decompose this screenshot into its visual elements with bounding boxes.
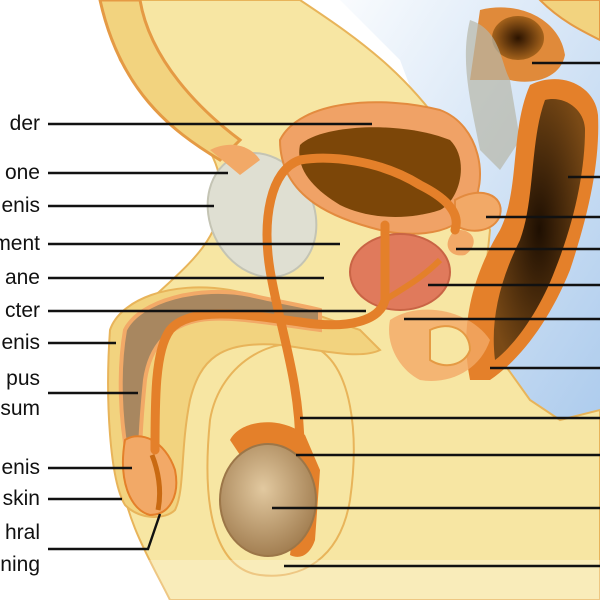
seminal-vesicle	[454, 191, 502, 232]
penis-outer	[107, 286, 382, 518]
bladder-inner	[299, 127, 461, 217]
label-glans-penis: enis	[1, 456, 40, 479]
intestine-lumen	[492, 16, 544, 60]
label-bladder: der	[9, 112, 40, 135]
urethra	[150, 220, 390, 455]
label-vas-deferens-penis: enis	[1, 194, 40, 217]
leader-urethral	[48, 513, 162, 551]
label-sphincter: cter	[4, 299, 40, 322]
label-membrane: ane	[4, 266, 40, 289]
leader-lines	[48, 61, 600, 568]
testis-shape	[219, 443, 317, 557]
label-corpus-line2: sum	[0, 397, 40, 420]
prostate-shape	[349, 233, 451, 311]
pubic-bone-tip	[210, 144, 260, 175]
rectum-lumen	[493, 99, 585, 360]
label-corpus-line1: pus	[6, 367, 40, 390]
label-urethral-line1: hral	[4, 521, 40, 544]
ejaculatory-duct	[383, 257, 443, 303]
urethra-tip	[149, 454, 163, 511]
label-ligament: ment	[0, 232, 40, 255]
vas-deferens	[262, 153, 461, 455]
intestine-grey	[465, 20, 520, 170]
label-urethral-line2: ning	[0, 553, 40, 576]
perineum-muscle	[429, 325, 472, 367]
label-foreskin: skin	[2, 487, 40, 510]
label-shaft-penis: enis	[1, 331, 40, 354]
label-pubic-bone: one	[4, 161, 40, 184]
